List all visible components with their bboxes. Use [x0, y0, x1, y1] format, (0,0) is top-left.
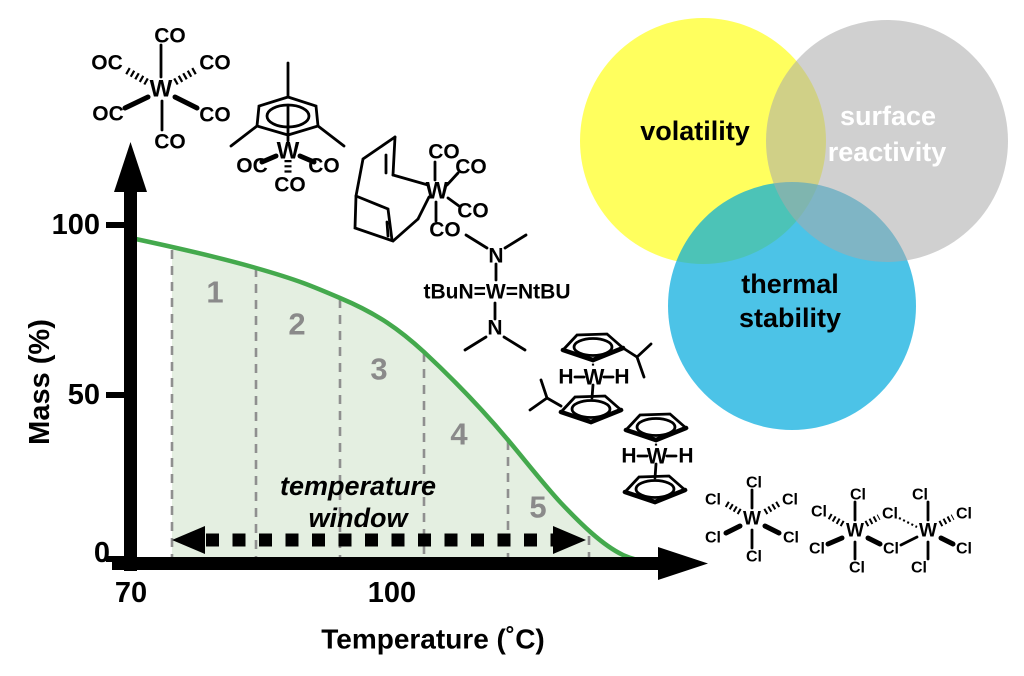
y-axis: 100 50 0 Mass (%) [24, 142, 147, 571]
y-tick-100 [106, 222, 126, 228]
bridging-ligand-label: Cl [883, 541, 899, 558]
molecule-mesitylene-w-co3: W OC CO CO [229, 61, 346, 197]
molecule-w-co6: W CO OC CO OC CO CO [91, 25, 231, 154]
ligand-label: Cl [746, 549, 762, 566]
venn-label-surface: surface [840, 101, 936, 131]
molecule-cod-w-co4: W CO CO CO CO [353, 135, 489, 243]
ligand-label: CO [154, 25, 186, 48]
molecule-tungstenocene-dihydride: H W H [621, 412, 694, 505]
y-tick-label-50: 50 [68, 379, 100, 411]
venn-label-thermal: thermal [741, 269, 839, 299]
curve-shaded-region [172, 249, 628, 557]
w-center-label: W [426, 178, 449, 205]
window-arrow-left-head [172, 526, 205, 554]
ligand-label: CO [199, 104, 231, 127]
ligand-label: Cl [746, 475, 762, 492]
region-label-5: 5 [529, 490, 546, 525]
ligand-label: OC [92, 103, 124, 126]
window-label-line1: temperature [280, 471, 436, 501]
region-label-2: 2 [288, 307, 305, 342]
w-center-label: W [584, 365, 605, 390]
molecule-ipr-tungstenocene-dihydride: H W H [528, 332, 653, 425]
imido-backbone-label: tBuN=W=NtBU [424, 281, 571, 304]
venn-label-stability: stability [739, 303, 841, 333]
hydride-label: H [678, 445, 693, 468]
molecule-bis-imido-bis-amido-w: tBuN=W=NtBU N N [424, 233, 571, 352]
ligand-label: Cl [849, 560, 865, 577]
ligand-label: Cl [705, 492, 721, 509]
window-arrow-right-head [553, 526, 586, 554]
venn-diagram: volatility surface reactivity thermal st… [580, 18, 1008, 430]
amide-n-label: N [487, 317, 502, 340]
ligand-label: CO [308, 155, 340, 178]
region-label-3: 3 [370, 352, 387, 387]
ligand-label: Cl [705, 530, 721, 547]
y-tick-label-0: 0 [94, 537, 110, 569]
y-tick-label-100: 100 [52, 209, 100, 241]
ligand-label: Cl [782, 492, 798, 509]
temperature-window-arrow [172, 526, 586, 554]
ligand-label: CO [154, 131, 186, 154]
molecule-w2cl10: W W Cl Cl Cl Cl Cl Cl Cl Cl Cl Cl [809, 487, 972, 577]
x-tick-label-70: 70 [115, 577, 147, 609]
bridging-ligand-label: Cl [882, 506, 898, 523]
ligand-label: Cl [850, 487, 866, 504]
w-center-label: W [743, 509, 761, 530]
y-axis-shaft [124, 182, 137, 571]
ligand-label: Cl [783, 530, 799, 547]
w-center-label: W [919, 521, 937, 542]
ligand-label: CO [429, 219, 461, 242]
venn-label-volatility: volatility [640, 116, 750, 146]
hydride-label: H [558, 366, 573, 389]
ligand-label: Cl [811, 504, 827, 521]
ligand-label: OC [91, 52, 123, 75]
ligand-label: Cl [911, 560, 927, 577]
ligand-label: OC [236, 155, 268, 178]
ligand-label: Cl [912, 487, 928, 504]
region-label-1: 1 [206, 275, 223, 310]
ligand-label: CO [455, 156, 487, 179]
x-axis-arrowhead [658, 547, 708, 580]
x-axis-title: Temperature (˚C) [321, 624, 545, 655]
x-axis-shaft [112, 557, 662, 570]
ligand-label: CO [428, 141, 460, 164]
mass-curve [128, 235, 650, 564]
ligand-label: CO [199, 52, 231, 75]
y-tick-50 [106, 392, 126, 398]
amide-n-label: N [488, 245, 503, 268]
w-center-label: W [150, 76, 173, 103]
ligand-label: Cl [956, 506, 972, 523]
region-label-4: 4 [450, 417, 468, 452]
w-center-label: W [277, 138, 300, 165]
ligand-label: CO [457, 200, 489, 223]
x-axis: 70 100 Temperature (˚C) [112, 547, 708, 655]
tga-plot: 1 2 3 4 5 temperature window 100 50 0 Ma… [24, 142, 708, 655]
w-center-label: W [647, 444, 668, 469]
x-tick-label-100: 100 [368, 577, 416, 609]
hydride-label: H [614, 366, 629, 389]
ligand-label: Cl [809, 541, 825, 558]
y-axis-title: Mass (%) [24, 319, 56, 445]
venn-circle-surface-reactivity [766, 20, 1008, 262]
ligand-label: CO [274, 174, 306, 197]
ligand-label: Cl [956, 541, 972, 558]
w-center-label: W [846, 521, 864, 542]
hydride-label: H [621, 445, 636, 468]
y-axis-arrowhead [114, 142, 147, 192]
venn-label-reactivity: reactivity [828, 137, 947, 167]
molecule-wcl6: W Cl Cl Cl Cl Cl Cl [705, 475, 799, 566]
window-label-line2: window [309, 503, 410, 533]
